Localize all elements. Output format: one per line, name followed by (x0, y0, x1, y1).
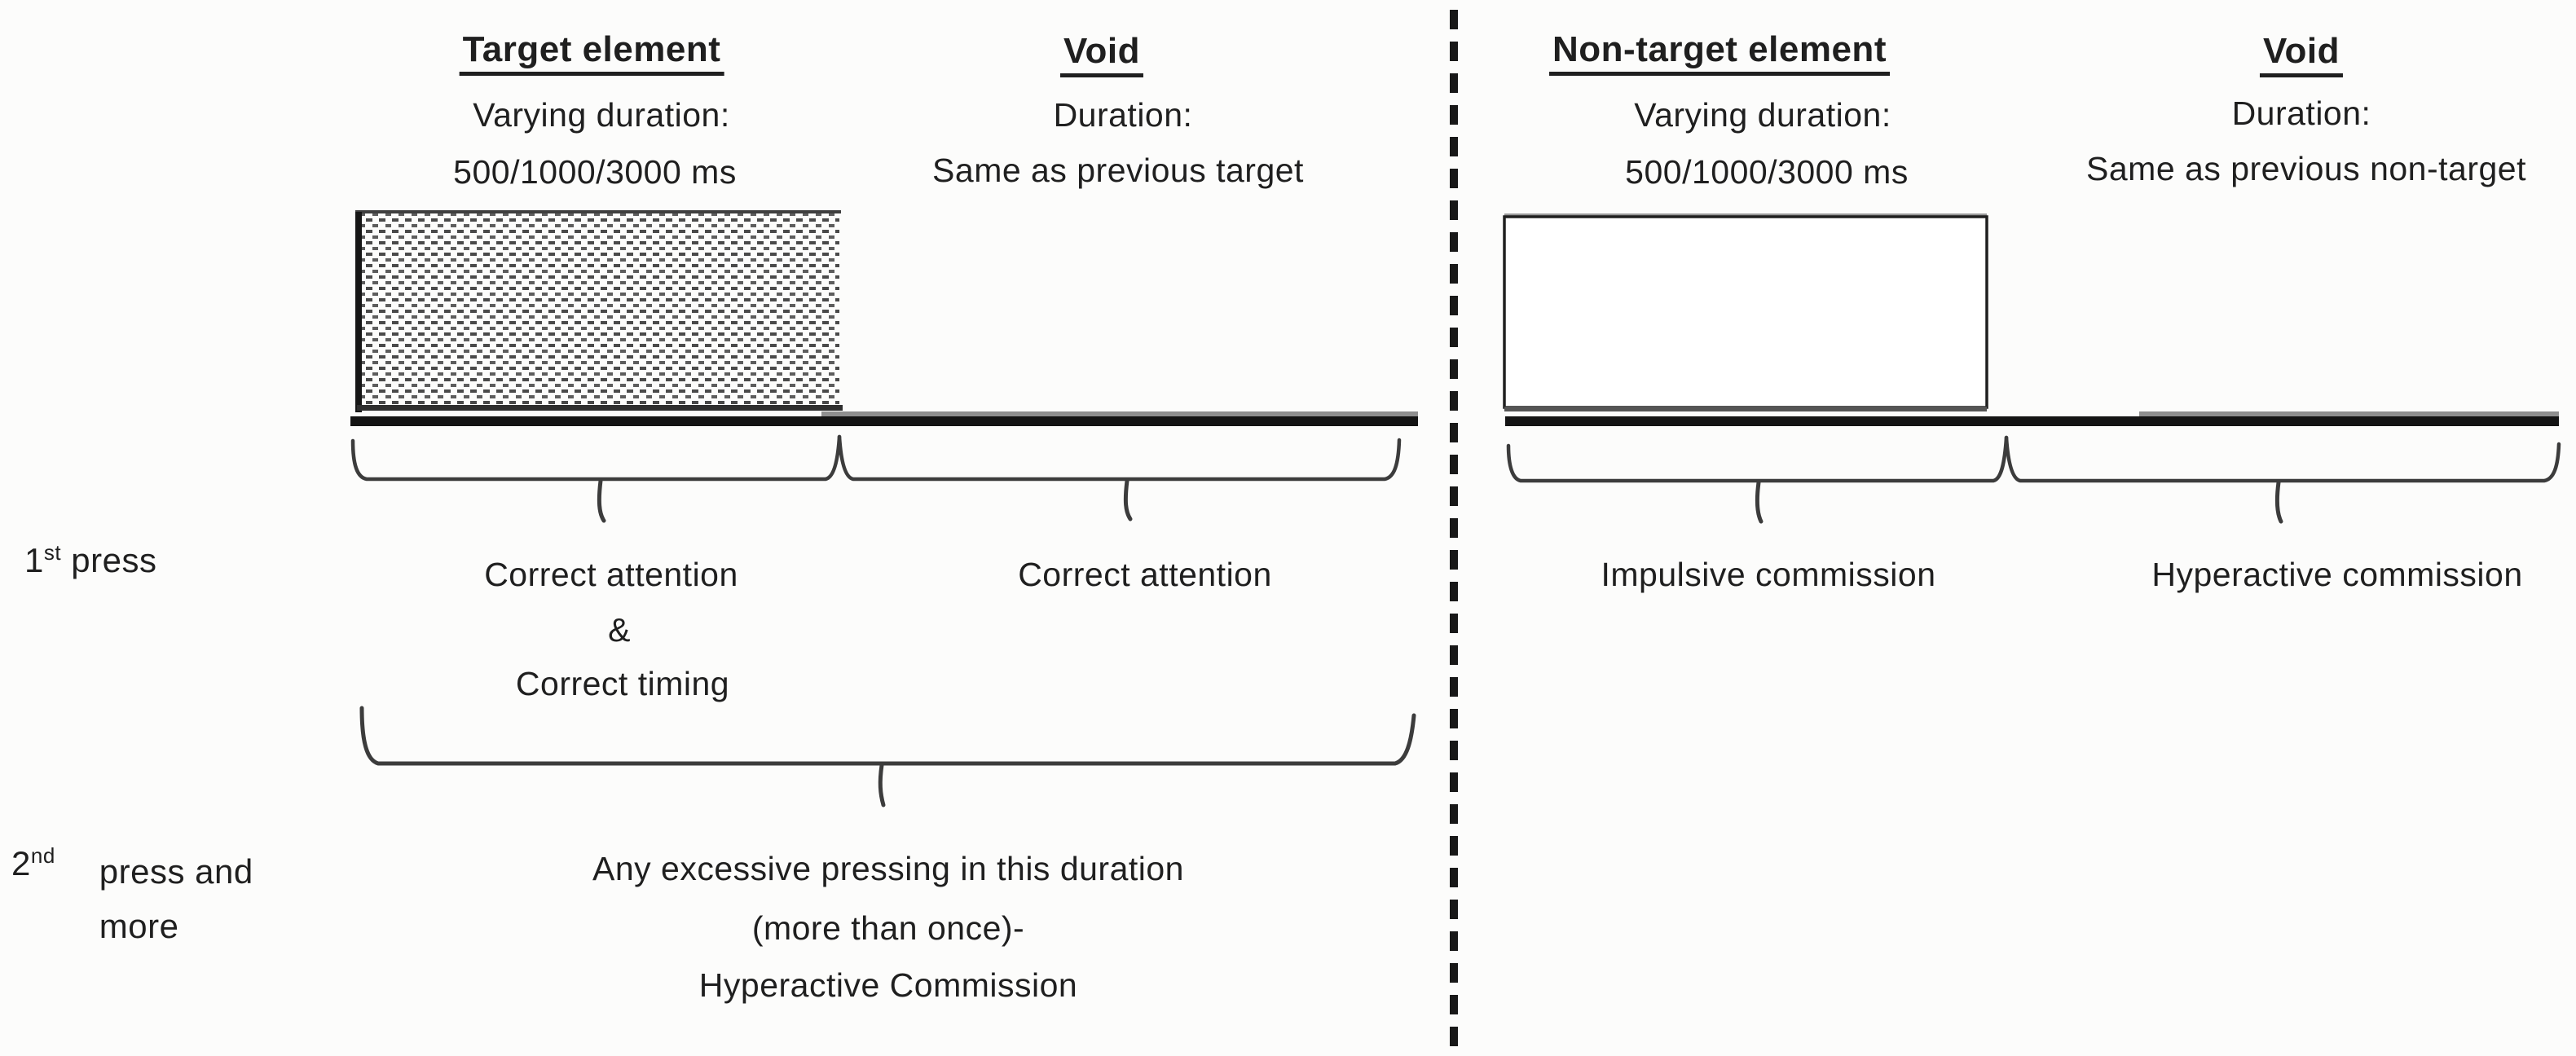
right-void-duration-label: Duration: (2231, 95, 2371, 132)
right-void-heading: Void (2259, 31, 2344, 77)
target-duration-label: Varying duration: (473, 96, 730, 134)
press2-note-line3: Hyperactive Commission (698, 966, 1078, 1004)
left-target-press1-ampersand: & (608, 611, 631, 649)
non-target-duration-label: Varying duration: (1634, 96, 1891, 134)
first-press-word: press (71, 541, 157, 579)
right-void-duration-value: Same as previous non-target (2086, 150, 2526, 187)
second-press-words-line2: more (99, 907, 179, 946)
left-void-duration-label: Duration: (1053, 96, 1193, 134)
left-timeline (350, 411, 1418, 426)
press2-note-line2: (more than once)- (751, 909, 1025, 947)
non-target-element-heading: Non-target element (1549, 29, 1890, 76)
left-void-heading: Void (1059, 31, 1144, 77)
right-target-press1-label: Impulsive commission (1601, 556, 1936, 593)
left-target-press1-label-line1: Correct attention (484, 556, 738, 593)
left-press1-brace (350, 434, 1402, 523)
right-press1-void-pointer (2274, 480, 2283, 524)
second-press-ordinal-suffix: nd (30, 843, 55, 868)
right-press1-target-pointer (1755, 480, 1764, 524)
target-stimulus-box (355, 210, 843, 412)
second-press-ordinal: 2nd (11, 843, 55, 882)
target-duration-value: 500/1000/3000 ms (453, 153, 737, 191)
left-target-press1-label-line2: Correct timing (515, 665, 730, 702)
left-press2-pointer (878, 763, 886, 807)
right-void-press1-label: Hyperactive commission (2151, 556, 2523, 593)
left-void-press1-label: Correct attention (1018, 556, 1272, 593)
press2-note-line1: Any excessive pressing in this duration (592, 850, 1184, 887)
first-press-ordinal-suffix: st (43, 540, 62, 565)
second-press-words: press and more (99, 844, 253, 953)
left-void-title: Void (1059, 31, 1144, 77)
second-press-row-label: 2nd press and more (11, 844, 253, 953)
non-target-element-title: Non-target element (1549, 29, 1890, 76)
non-target-stimulus-box (1503, 213, 1988, 411)
left-press1-target-pointer (597, 478, 606, 523)
target-element-title: Target element (459, 29, 724, 76)
left-void-duration-value: Same as previous target (932, 152, 1304, 189)
right-void-title: Void (2259, 31, 2344, 77)
non-target-duration-value: 500/1000/3000 ms (1625, 153, 1909, 191)
right-timeline (1505, 411, 2559, 426)
left-press1-void-pointer (1123, 478, 1133, 521)
left-press2-brace (359, 706, 1416, 807)
right-press1-brace (1506, 435, 2561, 524)
target-element-heading: Target element (459, 29, 724, 76)
second-press-words-line1: press and (99, 852, 253, 891)
first-press-row-label: 1st press (24, 541, 156, 580)
first-press-ordinal: 1 (24, 541, 44, 579)
